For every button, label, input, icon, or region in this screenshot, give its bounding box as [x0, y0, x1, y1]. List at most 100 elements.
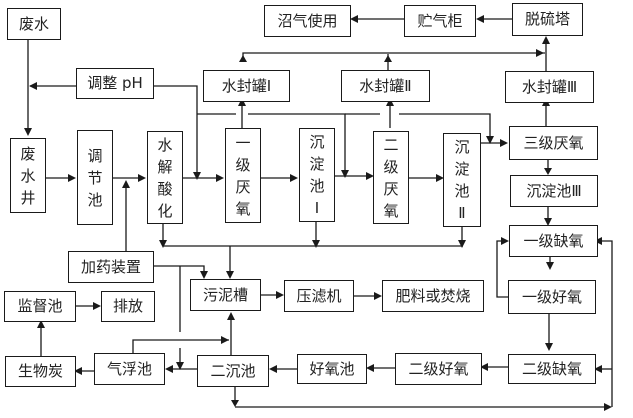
node-aerobic-tank: 好氧池: [297, 354, 367, 384]
arrowhead: [341, 170, 349, 178]
arrowhead: [24, 128, 32, 136]
node-label: 沉淀池Ⅲ: [526, 181, 582, 200]
node-label-char: Ⅰ: [314, 199, 320, 217]
arrowhead: [165, 365, 173, 373]
arrowhead: [227, 312, 235, 320]
node-label-char: 池: [454, 182, 470, 200]
node-label-char: 井: [20, 188, 36, 207]
arrowhead: [350, 15, 358, 23]
node-label: 污泥槽: [202, 285, 248, 304]
node-label: 水封罐Ⅲ: [521, 77, 578, 96]
arrowhead: [544, 218, 552, 226]
edge-seal1-to-desulfurization: [242, 52, 545, 62]
arrowhead: [544, 168, 552, 175]
node-label-char: 厌: [235, 177, 251, 196]
node-gas-holder: 贮气柜: [404, 5, 476, 37]
edge-dosing-to-sludgetank: [154, 265, 205, 275]
node-label-char: 二: [383, 135, 399, 154]
node-label-char: 级: [383, 157, 399, 176]
node-aerobic-1: 一级好氧: [508, 280, 596, 314]
arrowhead: [480, 363, 488, 371]
node-label-char: 氧: [383, 201, 399, 220]
arrowhead: [486, 136, 494, 144]
node-filter-press: 压滤机: [284, 280, 354, 312]
arrowhead: [238, 98, 246, 106]
node-label-char: 解: [157, 157, 173, 176]
node-anaerobic-3: 三级厌氧: [509, 126, 598, 160]
node-label-char: Ⅱ: [458, 204, 466, 222]
node-label: 调整 pH: [87, 74, 143, 92]
node-hydrolysis-acidification: 水 解 酸 化: [147, 131, 183, 224]
node-label-char: 淀: [454, 160, 470, 178]
node-water-seal-3: 水封罐Ⅲ: [505, 71, 594, 103]
node-anaerobic-2: 二 级 厌 氧: [373, 131, 409, 224]
node-label: 二沉池: [210, 361, 256, 380]
arrowhead: [74, 367, 82, 375]
node-dosing-device: 加药装置: [68, 251, 154, 283]
node-label-char: 节: [87, 168, 103, 187]
arrowhead: [176, 362, 184, 370]
arrowhead: [93, 302, 101, 310]
node-label-char: 级: [235, 155, 251, 174]
node-label-char: 调: [87, 146, 103, 165]
node-monitoring-tank: 监督池: [4, 291, 76, 322]
node-label: 二级缺氧: [521, 359, 582, 378]
arrowhead: [231, 400, 239, 407]
node-label: 加药装置: [80, 257, 141, 276]
node-label: 二级好氧: [408, 359, 469, 378]
edge-ph-to-anaerobic-inlet: [154, 85, 198, 174]
node-label: 水封罐Ⅱ: [359, 76, 412, 95]
node-air-flotation: 气浮池: [94, 353, 165, 385]
arrowhead: [366, 172, 374, 180]
arrowhead: [436, 174, 444, 182]
arrowhead: [604, 403, 612, 411]
node-fertilizer-or-incineration: 肥料或焚烧: [382, 280, 484, 312]
arrowhead: [366, 364, 374, 372]
node-label-char: 沉: [454, 138, 470, 156]
arrowhead: [239, 55, 247, 62]
node-secondary-clarifier: 二沉池: [197, 355, 269, 387]
node-label-char: 化: [157, 201, 173, 220]
node-label: 沼气使用: [277, 11, 338, 30]
node-desulfurization-tower: 脱硫塔: [512, 3, 583, 36]
arrowhead: [29, 82, 37, 90]
node-water-seal-2: 水封罐Ⅱ: [341, 70, 430, 102]
node-sedimentation-3: 沉淀池Ⅲ: [510, 175, 598, 207]
arrowhead: [501, 237, 509, 245]
arrowhead: [312, 240, 320, 248]
node-label: 气浮池: [106, 359, 152, 378]
node-discharge: 排放: [101, 291, 155, 322]
node-label-char: 水: [20, 166, 36, 185]
node-wastewater-well: 废 水 井: [10, 138, 46, 213]
arrowhead: [276, 291, 284, 299]
node-label: 脱硫塔: [524, 10, 570, 28]
edge-branch-to-anaerobic3: [399, 113, 491, 142]
node-anaerobic-1: 一 级 厌 氧: [225, 128, 261, 223]
node-label-char: 废: [20, 144, 36, 163]
node-water-seal-1: 水封罐Ⅰ: [203, 70, 290, 102]
arrowhead: [138, 174, 146, 182]
arrowhead: [200, 271, 208, 279]
node-wastewater: 废水: [7, 8, 61, 40]
node-label: 水封罐Ⅰ: [221, 76, 272, 95]
node-label: 好氧池: [309, 359, 355, 378]
arrowhead: [193, 172, 201, 180]
node-label: 压滤机: [296, 286, 342, 305]
arrowhead: [500, 139, 508, 147]
node-anoxic-1: 一级缺氧: [509, 225, 598, 257]
node-label: 生物炭: [17, 362, 63, 380]
node-label: 监督池: [17, 297, 63, 315]
arrowhead: [290, 174, 298, 182]
node-label-char: 酸: [157, 179, 173, 198]
node-label: 一级缺氧: [523, 231, 584, 250]
arrowhead: [545, 343, 553, 351]
node-sedimentation-1: 沉 淀 池 Ⅰ: [299, 128, 335, 222]
arrowhead: [68, 174, 76, 182]
node-equalization-tank: 调 节 池: [77, 130, 113, 225]
node-label: 三级厌氧: [523, 133, 584, 152]
node-label: 肥料或焚烧: [395, 286, 471, 305]
arrowhead: [594, 365, 602, 373]
arrowhead: [216, 174, 224, 182]
